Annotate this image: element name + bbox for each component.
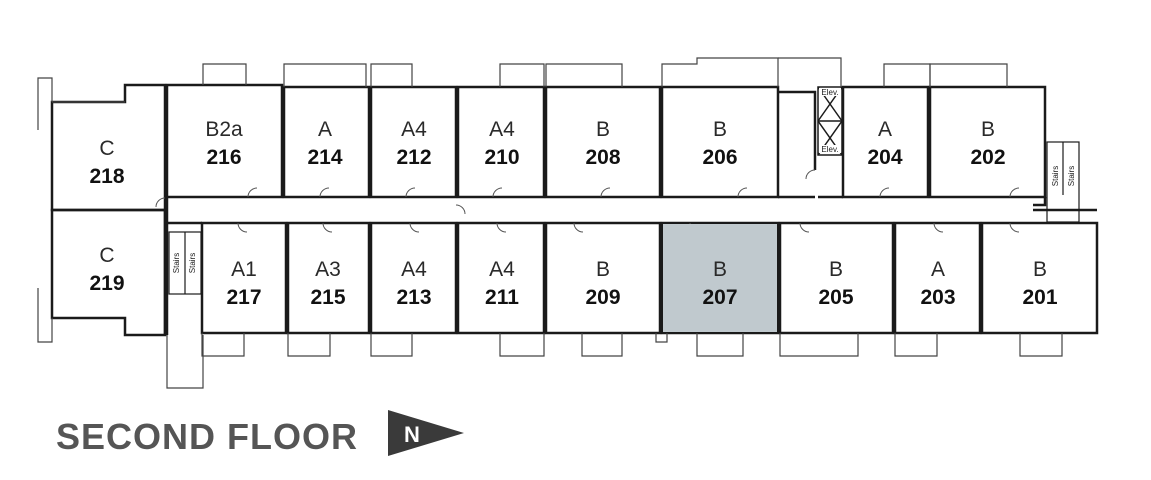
balconies	[37, 57, 1063, 389]
north-arrow-icon: N	[388, 410, 464, 456]
stairs-right	[1046, 141, 1080, 223]
unit-number-label: 213	[396, 286, 431, 309]
unit-number-label: 218	[89, 165, 124, 188]
stairs-right-label-1: Stairs	[1051, 166, 1060, 186]
unit-number-label: 207	[702, 286, 737, 309]
unit-209[interactable]: B 209	[585, 258, 620, 309]
unit-213-outline	[369, 221, 458, 335]
unit-number-label: 214	[307, 146, 342, 169]
unit-number-label: 201	[1022, 286, 1057, 309]
unit-209-outline	[544, 221, 662, 335]
unit-type-label: A4	[489, 118, 515, 141]
unit-205-outline	[778, 221, 895, 335]
unit-type-label: A	[931, 258, 945, 281]
unit-206-outline	[660, 85, 780, 199]
stairs-left	[168, 231, 202, 295]
unit-214-outline	[282, 85, 371, 199]
unit-215-outline	[286, 221, 371, 335]
unit-type-label: B	[981, 118, 995, 141]
unit-type-label: B	[713, 258, 727, 281]
unit-205[interactable]: B 205	[818, 258, 853, 309]
unit-type-label: B	[829, 258, 843, 281]
unit-208-outline	[544, 85, 662, 199]
elevator-label-2: Elev.	[821, 145, 838, 154]
stairs-left-label-2: Stairs	[188, 253, 197, 273]
unit-216-outline	[165, 83, 284, 199]
corridor-wall-right	[1033, 197, 1097, 212]
unit-214[interactable]: A 214	[307, 118, 342, 169]
unit-number-label: 205	[818, 286, 853, 309]
unit-type-label: B	[596, 258, 610, 281]
unit-number-label: 206	[702, 146, 737, 169]
unit-type-label: A1	[231, 258, 257, 281]
unit-number-label: 204	[867, 146, 902, 169]
unit-212-outline	[369, 85, 458, 199]
floor-title: SECOND FLOOR	[56, 416, 359, 457]
stairs-right-label-2: Stairs	[1067, 166, 1076, 186]
unit-number-label: 211	[485, 286, 519, 309]
unit-206[interactable]: B 206	[702, 118, 737, 169]
unit-number-label: 212	[396, 146, 431, 169]
unit-207[interactable]: B 207	[702, 258, 737, 309]
unit-number-label: 215	[310, 286, 345, 309]
stairs-left-label-1: Stairs	[172, 253, 181, 273]
unit-219[interactable]: C 219	[89, 244, 124, 295]
unit-type-label: B	[713, 118, 727, 141]
unit-204-outline	[841, 85, 930, 199]
unit-number-label: 210	[484, 146, 519, 169]
corridor-wall-left	[163, 197, 202, 335]
unit-207-outline	[660, 221, 780, 335]
unit-number-label: 209	[585, 286, 620, 309]
unit-210-outline	[456, 85, 546, 199]
unit-number-label: 202	[970, 146, 1005, 169]
unit-207-highlight[interactable]	[663, 224, 777, 332]
unit-201-outline	[980, 221, 1099, 335]
unit-type-label: B	[1033, 258, 1047, 281]
unit-201[interactable]: B 201	[1022, 258, 1057, 309]
north-letter: N	[404, 422, 420, 447]
unit-211-outline	[456, 221, 546, 335]
unit-203[interactable]: A 203	[920, 258, 955, 309]
door-swings	[155, 169, 1020, 233]
unit-type-label: B	[596, 118, 610, 141]
unit-number-label: 217	[226, 286, 261, 309]
unit-number-label: 219	[89, 272, 124, 295]
unit-type-label: C	[99, 244, 114, 267]
corridor-wall-core	[778, 90, 843, 199]
unit-218[interactable]: C 218	[89, 137, 124, 188]
unit-type-label: A	[878, 118, 892, 141]
unit-type-label: A4	[401, 118, 427, 141]
unit-type-label: B2a	[205, 118, 243, 141]
unit-202[interactable]: B 202	[970, 118, 1005, 169]
unit-204[interactable]: A 204	[867, 118, 902, 169]
unit-type-label: A4	[489, 258, 515, 281]
unit-number-label: 208	[585, 146, 620, 169]
unit-202-outline	[928, 85, 1047, 199]
unit-type-label: A3	[315, 258, 341, 281]
unit-number-label: 216	[206, 146, 241, 169]
elevator-label-1: Elev.	[821, 88, 838, 97]
unit-type-label: A4	[401, 258, 427, 281]
unit-208[interactable]: B 208	[585, 118, 620, 169]
unit-type-label: A	[318, 118, 332, 141]
unit-type-label: C	[99, 137, 114, 160]
unit-number-label: 203	[920, 286, 955, 309]
